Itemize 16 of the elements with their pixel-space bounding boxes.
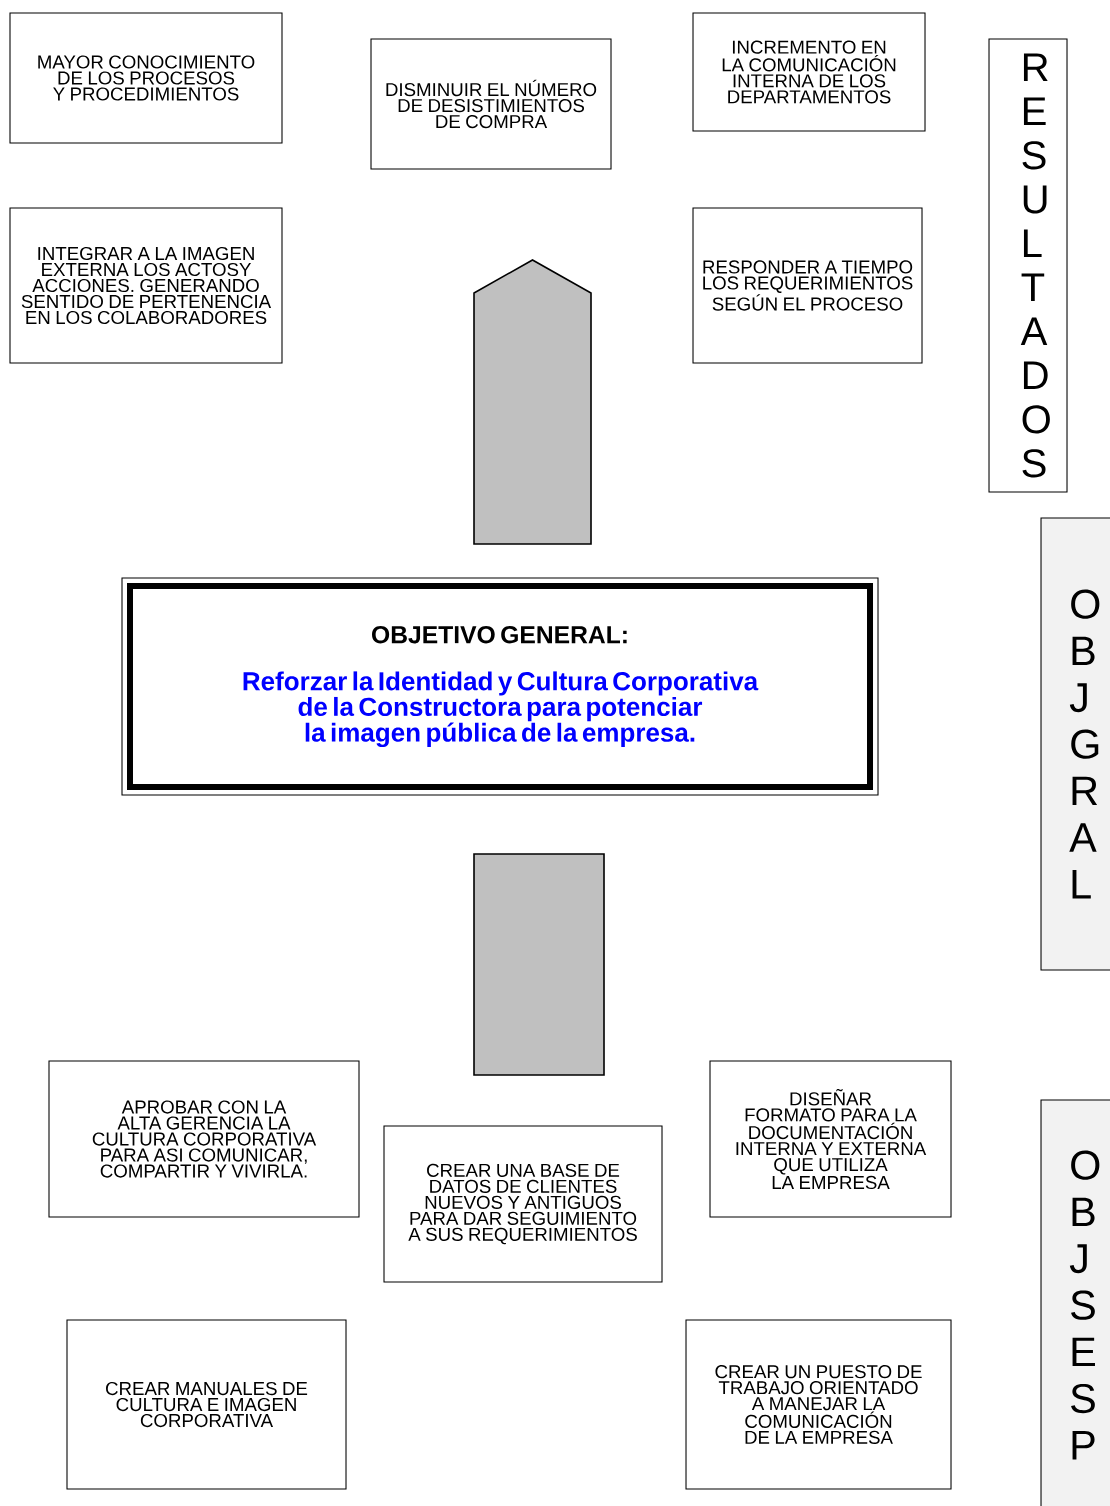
text-box: CREAR MANUALES DE CULTURA E IMAGEN CORPORATIVA xyxy=(66,1319,347,1490)
side-label: OBJ GRAL xyxy=(1040,517,1110,971)
text-box: APROBAR CON LA ALTA GERENCIA LA CULTURA CORPORATIVA PARA ASI COMUNICAR, COMPARTIR Y VIVIRLA. xyxy=(48,1060,360,1218)
text-box: DISMINUIR EL NÚMERO DE DESISTIMIENTOS DE COMPRA xyxy=(370,38,612,170)
text-box: INCREMENTO EN LA COMUNICACIÓN INTERNA DE LOS DEPARTAMENTOS xyxy=(692,12,926,132)
bar xyxy=(473,853,605,1076)
text-box: CREAR UN PUESTO DE TRABAJO ORIENTADO A MANEJAR LA COMUNICACIÓN DE LA EMPRESA xyxy=(685,1319,952,1490)
text-box: MAYOR CONOCIMIENTO DE LOS PROCESOS Y PROCEDIMIENTOS xyxy=(9,12,283,144)
block-arrow xyxy=(473,259,592,545)
text-box: DISEÑAR FORMATO PARA LA DOCUMENTACIÓN INTERNA Y EXTERNA QUE UTILIZA LA EMPRESA xyxy=(709,1060,952,1218)
objective-box: OBJETIVO GENERAL: Reforzar la Identidad y Cultura Corporativa de la Constructora para potenciar la imagen pública de la empresa. xyxy=(121,577,879,796)
text-box: CREAR UNA BASE DE DATOS DE CLIENTES NUEVOS Y ANTIGUOS PARA DAR SEGUIMIENTO A SUS REQUERIMIENTOS xyxy=(383,1125,663,1283)
side-label: RESULTADOS xyxy=(988,38,1068,493)
text-box: RESPONDER A TIEMPO LOS REQUERIMIENTOS SEGÚN EL PROCESO xyxy=(692,207,923,364)
side-label: OBJS ESP xyxy=(1040,1099,1110,1506)
text-box: INTEGRAR A LA IMAGEN EXTERNA LOS ACTOSY ACCIONES. GENERANDO SENTIDO DE PERTENENCIA EN LOS COLABORADORES xyxy=(9,207,283,364)
